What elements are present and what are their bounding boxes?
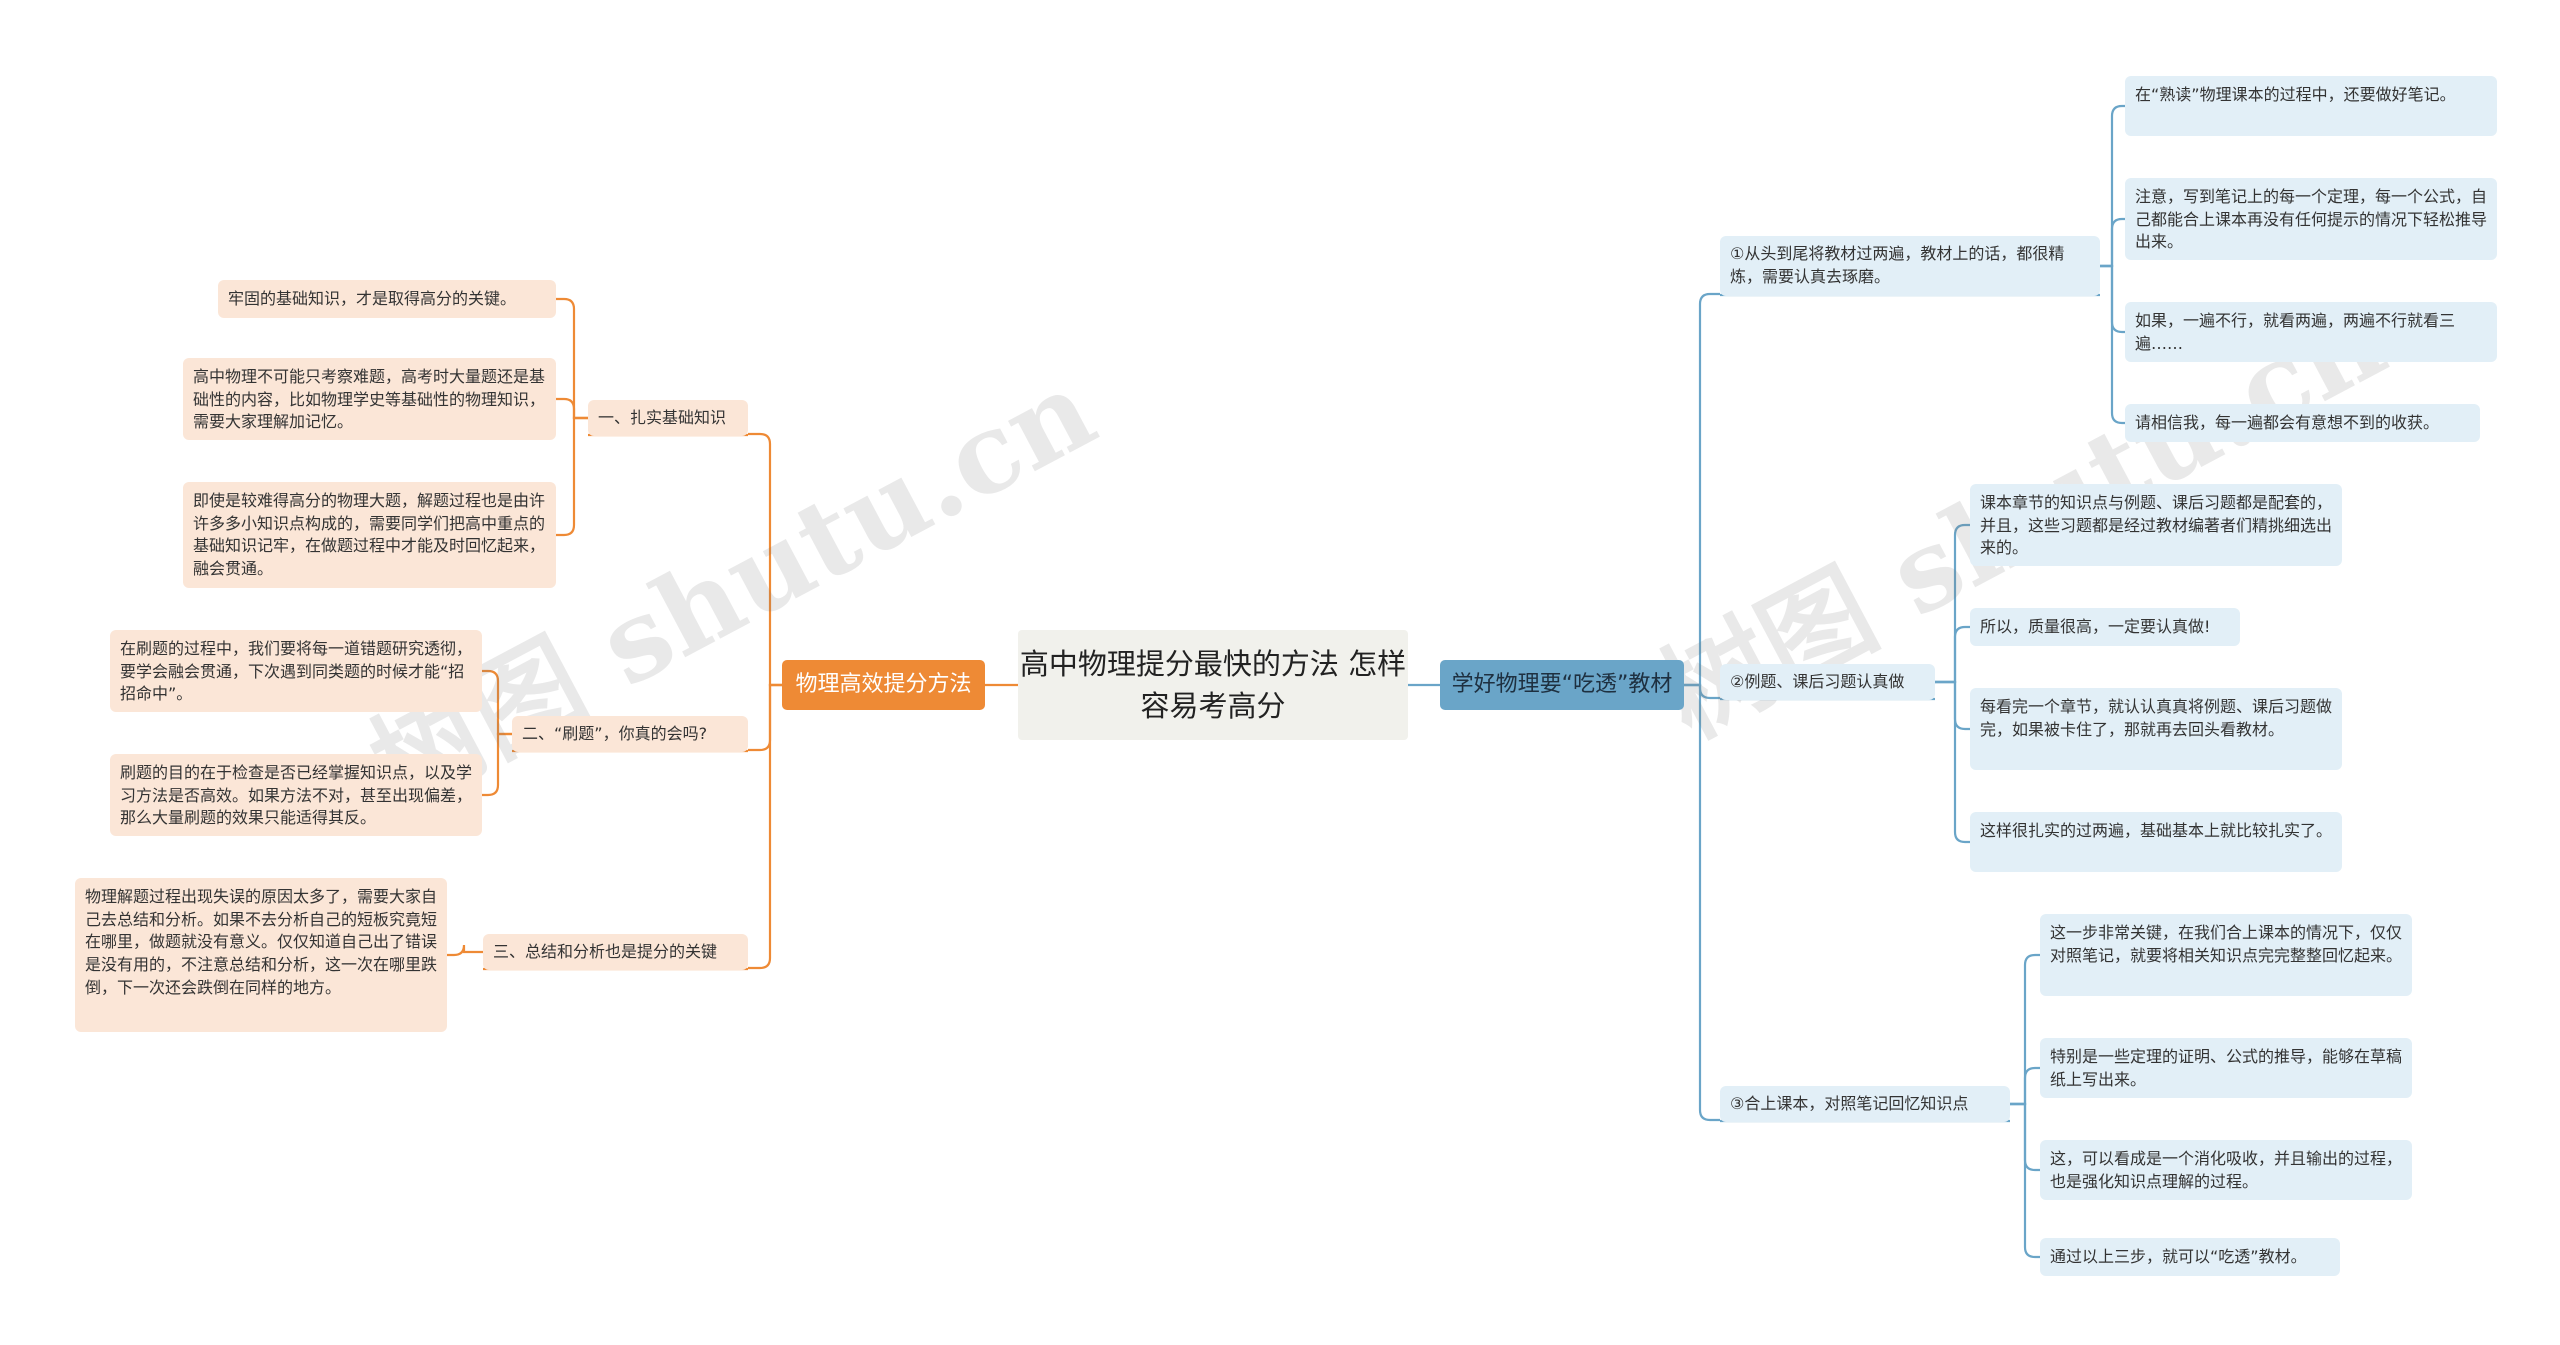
connector [1935,625,1970,684]
connector [447,944,483,957]
connector [2010,953,2040,1106]
right-leaf-2-1[interactable]: 课本章节的知识点与例题、课后习题都是配套的，并且，这些习题都是经过教材编著者们精… [1970,484,2342,566]
left-leaf-2-2[interactable]: 刷题的目的在于检查是否已经掌握知识点，以及学习方法是否高效。如果方法不对，甚至出… [110,754,482,836]
connector [748,683,782,752]
branch-right[interactable]: 学好物理要“吃透”教材 [1440,660,1684,710]
right-sub-2[interactable]: ②例题、课后习题认真做 [1720,664,1935,700]
left-sub-1[interactable]: 一、扎实基础知识 [588,400,748,436]
connector [1935,680,1970,731]
connector [1684,683,1720,1122]
connector [482,669,512,736]
right-leaf-1-4[interactable]: 请相信我，每一遍都会有意想不到的收获。 [2125,404,2480,442]
connector [1935,523,1970,684]
right-sub-3[interactable]: ③合上课本，对照笔记回忆知识点 [1720,1086,2010,1122]
connector [1935,680,1970,844]
right-leaf-1-3[interactable]: 如果，一遍不行，就看两遍，两遍不行就看三遍…… [2125,302,2497,362]
branch-left[interactable]: 物理高效提分方法 [782,660,985,710]
connector [1684,292,1720,687]
left-sub-3[interactable]: 三、总结和分析也是提分的关键 [483,934,748,970]
connector [556,397,588,420]
left-leaf-1-3[interactable]: 即使是较难得高分的物理大题，解题过程也是由许许多多小知识点构成的，需要同学们把高… [183,482,556,588]
left-leaf-1-1[interactable]: 牢固的基础知识，才是取得高分的关键。 [218,280,556,318]
right-leaf-3-3[interactable]: 这，可以看成是一个消化吸收，并且输出的过程，也是强化知识点理解的过程。 [2040,1140,2412,1200]
left-leaf-1-2[interactable]: 高中物理不可能只考察难题，高考时大量题还是基础性的内容，比如物理学史等基础性的物… [183,358,556,440]
connector [482,732,512,797]
connector [1684,683,1720,700]
central-topic[interactable]: 高中物理提分最快的方法 怎样容易考高分 [1018,630,1408,740]
connector [2100,264,2125,425]
right-leaf-2-3[interactable]: 每看完一个章节，就认认真真将例题、课后习题做完，如果被卡住了，那就再去回头看教材… [1970,688,2342,770]
connector [556,416,588,537]
left-leaf-3-1[interactable]: 物理解题过程出现失误的原因太多了，需要大家自己去总结和分析。如果不去分析自己的短… [75,878,447,1032]
left-sub-2[interactable]: 二、“刷题”，你真的会吗? [512,716,748,752]
connector [2010,1066,2040,1106]
connector [556,297,588,420]
connector [2100,104,2125,268]
left-leaf-2-1[interactable]: 在刷题的过程中，我们要将每一道错题研究透彻，要学会融会贯通，下次遇到同类题的时候… [110,630,482,712]
right-leaf-3-4[interactable]: 通过以上三步，就可以“吃透”教材。 [2040,1238,2340,1276]
right-leaf-3-2[interactable]: 特别是一些定理的证明、公式的推导，能够在草稿纸上写出来。 [2040,1038,2412,1098]
connector [2010,1102,2040,1259]
connector [748,432,782,687]
right-leaf-2-4[interactable]: 这样很扎实的过两遍，基础基本上就比较扎实了。 [1970,812,2342,872]
right-leaf-1-1[interactable]: 在“熟读”物理课本的过程中，还要做好笔记。 [2125,76,2497,136]
connector [2100,217,2125,268]
connector [748,683,782,970]
right-leaf-1-2[interactable]: 注意，写到笔记上的每一个定理，每一个公式，自己都能合上课本再没有任何提示的情况下… [2125,178,2497,260]
right-sub-1[interactable]: ①从头到尾将教材过两遍，教材上的话，都很精炼，需要认真去琢磨。 [1720,236,2100,296]
right-leaf-2-2[interactable]: 所以，质量很高，一定要认真做! [1970,608,2240,646]
right-leaf-3-1[interactable]: 这一步非常关键，在我们合上课本的情况下，仅仅对照笔记，就要将相关知识点完完整整回… [2040,914,2412,996]
